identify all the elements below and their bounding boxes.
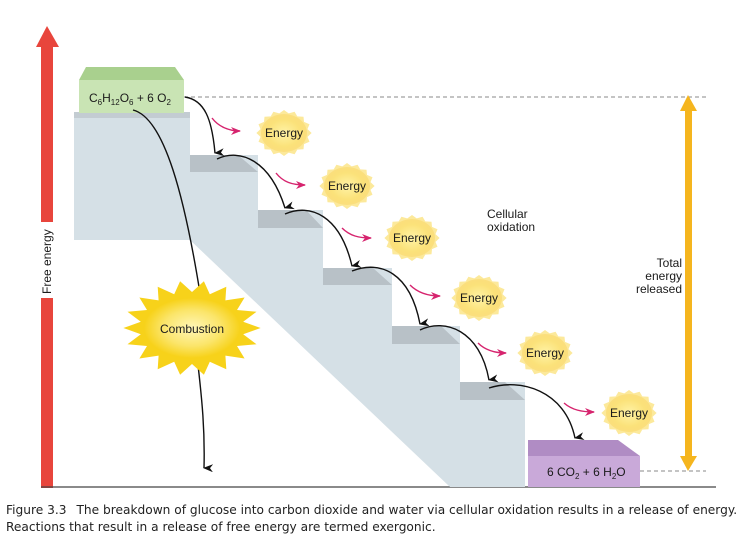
total-arrow-head-up bbox=[680, 95, 697, 111]
energy-burst-4: Energy bbox=[451, 275, 507, 321]
combustion-arrow-lower bbox=[197, 364, 214, 473]
step-arrow-3 bbox=[284, 209, 362, 268]
combustion-label: Combustion bbox=[160, 322, 224, 336]
pathway-label-line1: Cellular bbox=[487, 207, 528, 221]
energy-burst-3: Energy bbox=[384, 215, 440, 261]
energy-label: Energy bbox=[610, 406, 648, 420]
product-block: 6 CO2 + 6 H2O bbox=[528, 440, 640, 487]
combustion-burst: Combustion bbox=[123, 281, 261, 375]
combustion-core bbox=[144, 298, 240, 358]
total-arrow-shaft bbox=[685, 110, 692, 458]
stair-tread-5 bbox=[460, 382, 525, 400]
axis-label: Free energy bbox=[40, 229, 54, 294]
product-label: 6 CO2 + 6 H2O bbox=[547, 465, 626, 481]
stair-tread-3 bbox=[323, 268, 392, 285]
release-arrow-2 bbox=[275, 172, 306, 189]
energy-core bbox=[522, 334, 568, 372]
energy-label: Energy bbox=[526, 346, 564, 360]
reactant-block-top bbox=[79, 67, 184, 80]
pathway-label-line2: oxidation bbox=[487, 220, 535, 234]
step-arrow-4 bbox=[351, 266, 430, 327]
energy-label: Energy bbox=[460, 291, 498, 305]
energy-burst-2: Energy bbox=[319, 163, 375, 209]
product-block-face bbox=[528, 456, 640, 487]
energy-release-arrows bbox=[211, 117, 595, 416]
release-arrow-3 bbox=[341, 227, 372, 242]
axis-bar-lower bbox=[41, 298, 53, 488]
stair-tread-2 bbox=[258, 210, 323, 228]
energy-core bbox=[324, 167, 370, 205]
release-arrow-1 bbox=[211, 117, 241, 135]
energy-burst-6: Energy bbox=[601, 390, 657, 436]
energy-core bbox=[389, 219, 435, 257]
total-label-line3: released bbox=[636, 282, 682, 296]
axis-arrow-head bbox=[36, 26, 59, 47]
total-arrow-head-down bbox=[680, 456, 697, 471]
caption-text-line1: The breakdown of glucose into carbon dio… bbox=[76, 503, 738, 517]
reactant-block: C6H12O6 + 6 O2 bbox=[79, 67, 184, 113]
total-label-line2: energy bbox=[645, 269, 682, 283]
oxidation-steps bbox=[132, 96, 585, 473]
reactant-label: C6H12O6 + 6 O2 bbox=[89, 91, 172, 107]
step-arrow-6 bbox=[488, 384, 585, 441]
stair-top-edge bbox=[74, 112, 190, 118]
total-label-line1: Total bbox=[657, 256, 682, 270]
product-block-top bbox=[528, 440, 640, 456]
combustion-arrow-upper bbox=[132, 109, 201, 294]
step-arrow-1 bbox=[184, 96, 225, 157]
energy-core bbox=[261, 114, 307, 152]
figure-number: Figure 3.3 bbox=[6, 503, 67, 517]
release-arrow-6 bbox=[563, 402, 595, 416]
step-arrow-5 bbox=[419, 325, 499, 383]
reactant-block-face bbox=[79, 80, 184, 113]
axis-bar-upper bbox=[41, 46, 53, 222]
step-arrow-2 bbox=[216, 154, 295, 210]
energy-label: Energy bbox=[265, 126, 303, 140]
energy-label: Energy bbox=[393, 231, 431, 245]
caption-line-1: Figure 3.3 The breakdown of glucose into … bbox=[6, 502, 746, 519]
total-energy-arrow: Total energy released bbox=[636, 95, 697, 471]
caption-line-2: Reactions that result in a release of fr… bbox=[6, 520, 436, 534]
energy-label: Energy bbox=[328, 179, 366, 193]
release-arrow-5 bbox=[477, 342, 507, 357]
stair-tread-4 bbox=[392, 326, 460, 344]
energy-burst-5: Energy bbox=[517, 330, 573, 376]
figure-caption: Figure 3.3 The breakdown of glucose into … bbox=[6, 502, 746, 536]
energy-core bbox=[606, 394, 652, 432]
stair-body bbox=[74, 117, 525, 487]
stair-tread-1 bbox=[190, 155, 258, 172]
energy-burst-1: Energy bbox=[256, 110, 312, 156]
staircase bbox=[74, 112, 525, 487]
release-arrow-4 bbox=[409, 284, 441, 300]
energy-core bbox=[456, 279, 502, 317]
free-energy-axis: Free energy bbox=[36, 26, 59, 488]
